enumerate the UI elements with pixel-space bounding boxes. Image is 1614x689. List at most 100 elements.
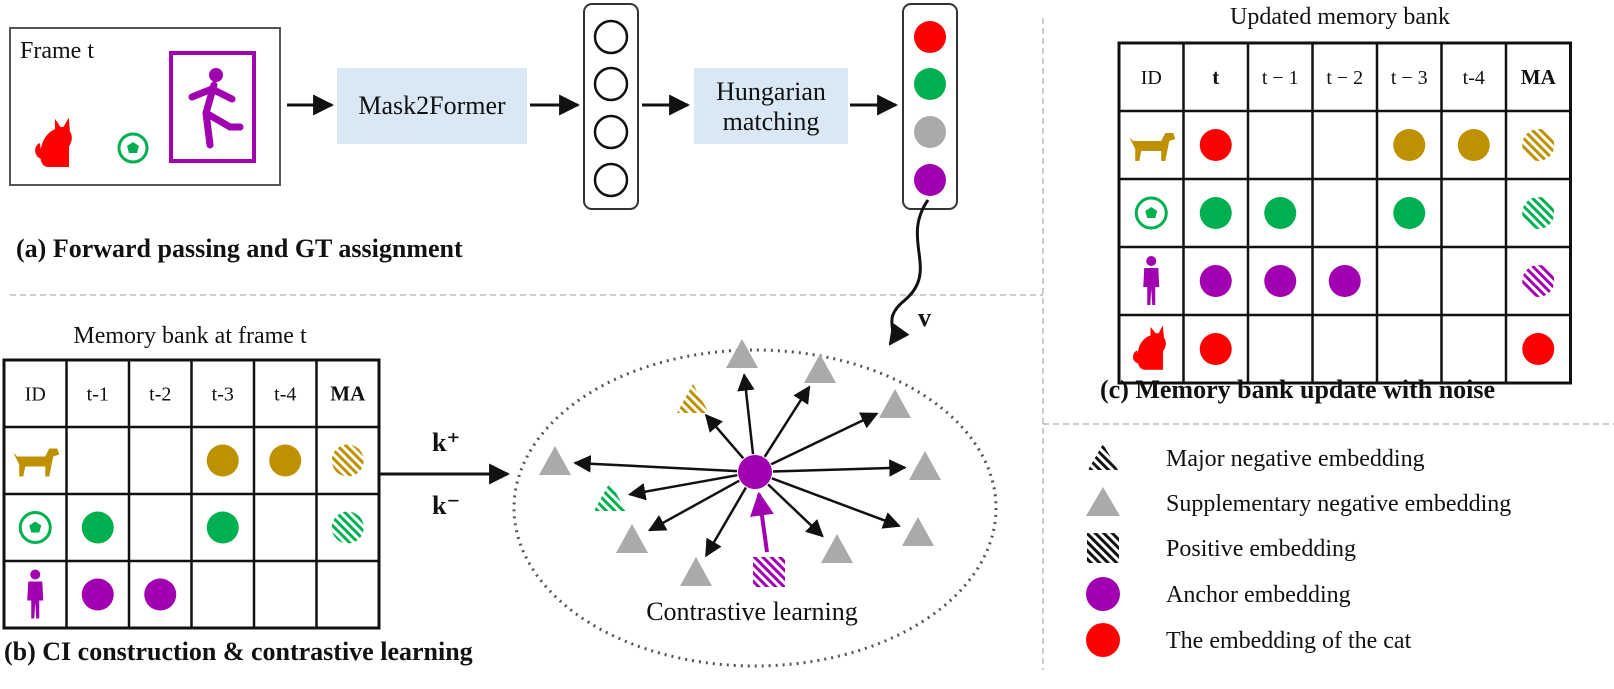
soccer-ball-icon	[1134, 196, 1168, 230]
major-negative	[677, 384, 709, 413]
memory-bank-title: Memory bank at frame t	[73, 323, 307, 349]
assigned-green	[914, 68, 946, 100]
soccer-ball-icon	[18, 511, 52, 544]
v-label: v	[918, 303, 931, 332]
positive-arrow	[750, 491, 774, 553]
embedding-dot	[1393, 129, 1426, 161]
person-icon	[1143, 256, 1160, 305]
k-minus-label: k⁻	[432, 491, 460, 520]
supplementary-negative	[539, 446, 571, 475]
supplementary-negative	[821, 534, 853, 563]
embedding-dot	[1199, 265, 1232, 297]
hungarian-block	[694, 68, 848, 144]
embedding-dot	[1522, 129, 1555, 161]
spoke-arrow	[627, 473, 738, 501]
positive-embedding	[753, 557, 785, 587]
hungarian-label-2: matching	[723, 107, 820, 136]
cat-icon	[1133, 325, 1166, 370]
supplementary-negative	[726, 339, 758, 368]
embedding-dot	[1264, 197, 1297, 229]
major-negative	[594, 482, 626, 511]
assigned-gray	[914, 116, 946, 148]
spoke-arrow	[771, 477, 901, 529]
spoke-arrow	[770, 412, 879, 466]
query-circle	[593, 19, 629, 55]
table-header: t-3	[212, 384, 234, 406]
supplementary-negative	[680, 557, 712, 586]
dog-icon	[13, 448, 60, 477]
embedding-dot	[1199, 333, 1232, 365]
embedding-dot	[1522, 333, 1555, 365]
dog-icon	[1129, 133, 1176, 161]
frame-label: Frame t	[20, 38, 94, 64]
updated-bank-title: Updated memory bank	[1230, 4, 1450, 30]
legend-purple-circle	[1086, 577, 1120, 611]
supplementary-negative	[804, 354, 836, 383]
embedding-dot	[269, 444, 302, 477]
table-header: t − 3	[1391, 67, 1428, 89]
squiggle-arrow-v	[888, 199, 930, 346]
embedding-dot	[1328, 265, 1361, 297]
cat-icon	[35, 117, 72, 167]
table-border	[1117, 41, 1572, 385]
assigned-purple	[914, 164, 946, 196]
embedding-dot	[331, 444, 364, 477]
table-header: t-4	[274, 384, 296, 406]
panel-a: Frame t Mask2Former	[9, 3, 958, 346]
supplementary-negative	[902, 517, 934, 546]
mask2former-block	[337, 68, 527, 144]
query-stack	[583, 3, 639, 210]
embedding-dot	[1522, 265, 1555, 297]
legend-hatched-triangle	[1088, 444, 1118, 470]
soccer-ball-icon	[117, 132, 149, 164]
hungarian-label-1: Hungarian	[716, 77, 826, 106]
legend-hatched-square	[1087, 533, 1119, 563]
embedding-dot	[1199, 129, 1232, 161]
embedding-dot	[1264, 265, 1297, 297]
k-plus-label: k⁺	[432, 428, 460, 457]
contrastive-label: Contrastive learning	[646, 597, 858, 626]
supplementary-negative	[879, 389, 911, 418]
anchor-embedding	[738, 455, 772, 489]
legend-label: Anchor embedding	[1166, 582, 1351, 608]
spoke-arrow	[763, 385, 811, 458]
spoke-arrow	[647, 479, 740, 532]
spoke-arrow	[573, 455, 738, 473]
spoke-arrow	[772, 459, 907, 477]
legend-label: Major negative embedding	[1166, 446, 1425, 472]
embedding-dot	[206, 444, 239, 477]
caption-b: (b) CI construction & contrastive learni…	[4, 637, 473, 666]
contrastive-ellipse	[512, 348, 998, 668]
legend-red-circle	[1086, 623, 1120, 657]
assigned-stack	[902, 3, 958, 210]
table-header: ID	[1141, 67, 1162, 89]
mask2former-label: Mask2Former	[358, 91, 506, 120]
embedding-dot	[1199, 197, 1232, 229]
table-header: t-4	[1463, 67, 1485, 89]
legend-gray-triangle	[1086, 487, 1120, 516]
supplementary-negative	[616, 524, 648, 553]
legend-label: Positive embedding	[1166, 536, 1356, 562]
query-circle	[593, 66, 629, 102]
table-header: MA	[1521, 65, 1557, 89]
table-header: t-2	[149, 384, 171, 406]
embedding-dot	[81, 578, 114, 611]
embedding-dot	[1393, 197, 1426, 229]
contrastive-spokes	[539, 339, 941, 586]
person-icon	[27, 569, 44, 619]
running-person-icon	[188, 68, 244, 149]
supplementary-negative	[909, 451, 941, 480]
legend-label: Supplementary negative embedding	[1166, 491, 1511, 517]
embedding-dot	[206, 511, 239, 544]
query-circle	[593, 162, 629, 198]
spoke-arrow	[705, 486, 748, 558]
table-header: t − 2	[1326, 67, 1363, 89]
query-circle	[593, 114, 629, 150]
spoke-arrow	[737, 373, 755, 455]
